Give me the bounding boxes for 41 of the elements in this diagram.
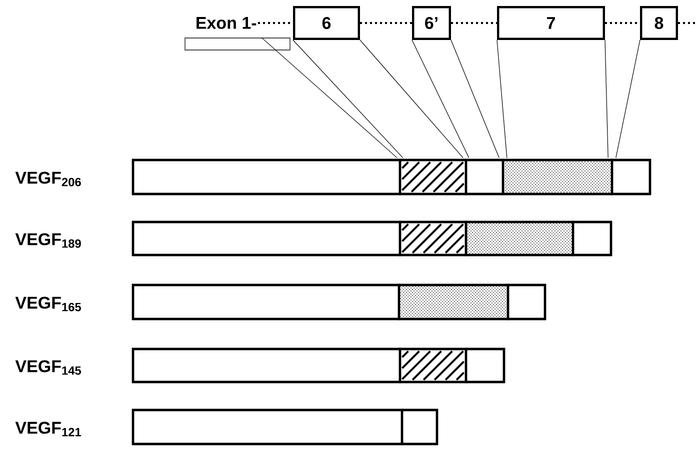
connector-line xyxy=(261,37,398,158)
isoform-label: VEGF$_{121}$ xyxy=(15,422,82,436)
exon-region-box xyxy=(184,38,290,50)
dotted-segment xyxy=(464,220,574,256)
connector-line xyxy=(496,40,508,158)
plain-segment xyxy=(132,284,400,320)
isoform-label: VEGF$_{206}$ xyxy=(15,172,81,186)
dotted-line xyxy=(605,22,640,24)
connector-line xyxy=(360,40,464,158)
isoform-label: VEGF$_{145}$ xyxy=(15,360,82,375)
exon-box: 8 xyxy=(640,6,678,40)
dotted-segment xyxy=(398,284,510,320)
dotted-line xyxy=(451,22,497,24)
exon-label: Exon 1- xyxy=(196,17,256,29)
plain-segment xyxy=(464,158,504,196)
isoform-label: VEGF$_{189}$ xyxy=(15,233,81,248)
plain-segment xyxy=(572,220,612,256)
connector-line xyxy=(616,40,640,158)
hatched-segment xyxy=(398,158,468,196)
dotted-line xyxy=(258,22,293,24)
exon-box: 6’ xyxy=(412,6,451,40)
plain-segment xyxy=(506,284,546,320)
connector-line xyxy=(604,40,608,158)
dotted-line xyxy=(360,22,412,24)
connector-line xyxy=(292,40,404,158)
plain-segment xyxy=(132,348,402,384)
plain-segment xyxy=(132,408,404,446)
hatched-segment xyxy=(398,220,468,256)
plain-segment xyxy=(464,348,506,384)
hatched-segment xyxy=(398,348,468,384)
connector-line xyxy=(450,40,500,158)
exon-box: 7 xyxy=(497,6,605,40)
dotted-segment xyxy=(502,158,614,196)
plain-segment xyxy=(132,158,402,196)
plain-segment xyxy=(400,408,438,446)
dotted-line xyxy=(678,22,697,24)
isoform-label: VEGF$_{165}$ xyxy=(15,296,82,312)
plain-segment xyxy=(610,158,652,196)
exon-box: 6 xyxy=(293,6,360,40)
connector-line xyxy=(412,40,470,158)
plain-segment xyxy=(132,220,402,256)
